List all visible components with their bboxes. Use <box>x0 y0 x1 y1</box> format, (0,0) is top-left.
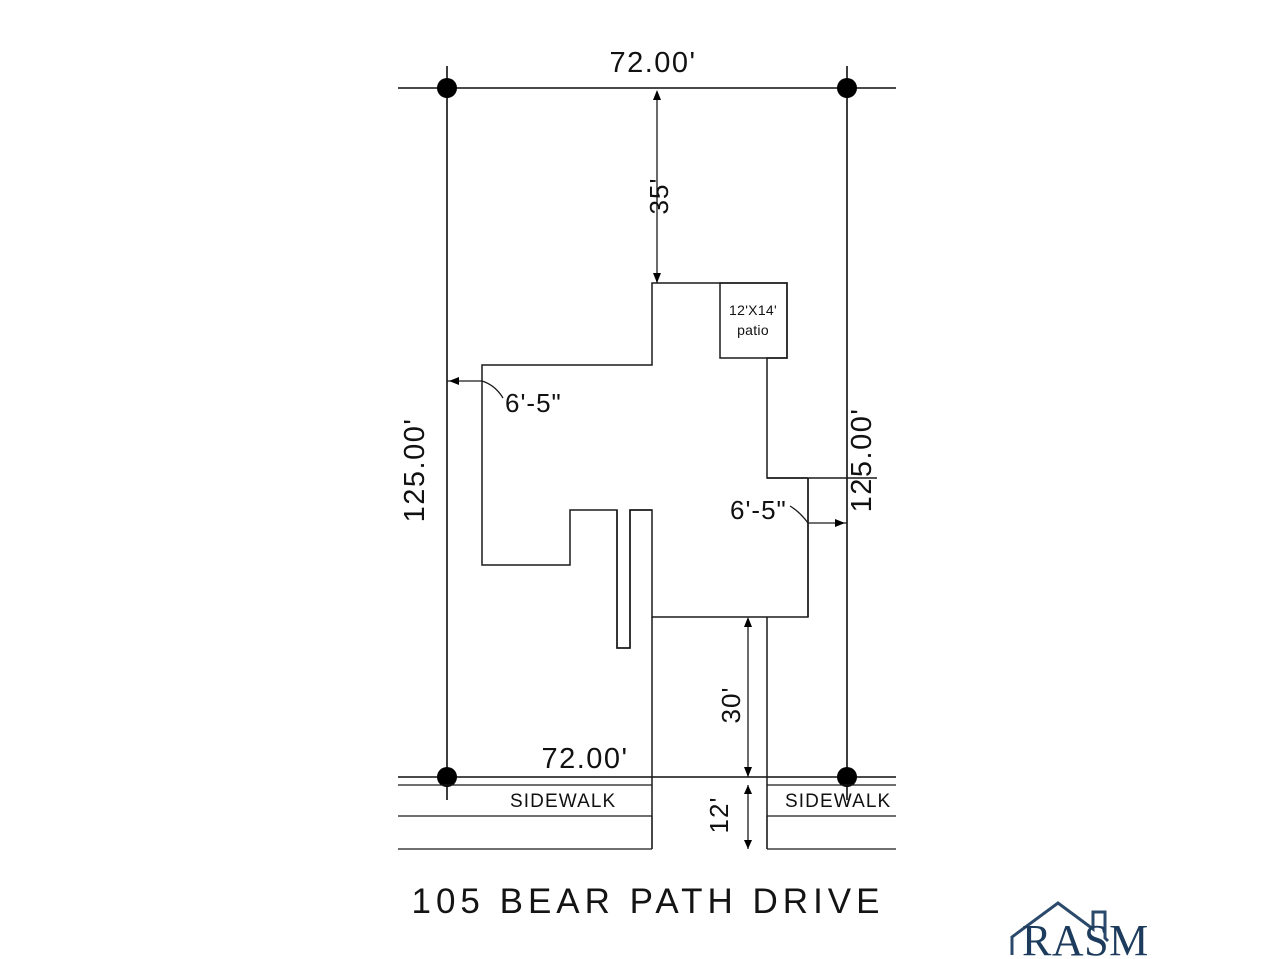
dimension-right-depth: 125.00' <box>846 408 878 513</box>
dim-label-right-depth: 125.00' <box>846 408 878 513</box>
house-outline-path <box>481 282 877 649</box>
dim-label-left-depth: 125.00' <box>399 418 431 523</box>
rasm-brand-text: RASM <box>1022 916 1149 959</box>
patio-block: 12'X14' patio <box>719 282 788 359</box>
dim-arrow-rear-down <box>744 767 752 777</box>
setback-left-label: 6'-5" <box>505 388 562 418</box>
sidewalk-label-left: SIDEWALK <box>510 791 616 812</box>
dim-label-rear-setback: 30' <box>716 687 746 724</box>
patio-name-label: patio <box>737 322 769 338</box>
driveway <box>651 617 768 849</box>
setback-left-arrow <box>449 377 459 385</box>
dimension-left-depth: 125.00' <box>399 418 431 523</box>
lot-corner-markers <box>437 78 857 787</box>
setback-left-leader <box>481 380 504 399</box>
setback-right-leader <box>789 505 809 524</box>
dim-label-front-setback: 35' <box>644 178 674 215</box>
setback-left-annotation: 6'-5" <box>447 377 562 418</box>
dim-label-sidewalk-width: 12' <box>704 797 734 834</box>
setback-right-arrow <box>835 519 845 527</box>
corner-marker-se <box>837 767 857 787</box>
setback-right-annotation: 6'-5" <box>730 495 847 527</box>
house-edge-notch <box>616 509 652 649</box>
corner-marker-ne <box>837 78 857 98</box>
dim-arrow-top-down <box>653 273 661 283</box>
sidewalk-label-right: SIDEWALK <box>785 791 891 812</box>
corner-marker-nw <box>437 78 457 98</box>
setback-right-label: 6'-5" <box>730 495 787 525</box>
lot-boundary-lines <box>398 66 896 800</box>
dim-arrow-sidewalk-up <box>744 785 752 794</box>
house-footprint <box>481 282 877 649</box>
patio-rect <box>719 282 788 359</box>
page-title: 105 BEAR PATH DRIVE <box>412 882 885 921</box>
patio-size-label: 12'X14' <box>729 302 777 318</box>
corner-marker-sw <box>437 767 457 787</box>
house-outline-icon <box>1010 901 1110 955</box>
dimension-top-width: 72.00' 35' <box>609 47 696 283</box>
rasm-logo: RASM <box>1010 901 1149 959</box>
dim-arrow-top-up <box>653 90 661 100</box>
dim-arrow-rear-up <box>744 617 752 627</box>
dimension-sidewalk-width: 12' <box>704 785 752 849</box>
dim-arrow-sidewalk-down <box>744 840 752 849</box>
dimension-rear-setback: 30' <box>716 617 752 777</box>
dim-label-bottom-width: 72.00' <box>541 743 628 775</box>
dim-label-top-width: 72.00' <box>609 47 696 79</box>
